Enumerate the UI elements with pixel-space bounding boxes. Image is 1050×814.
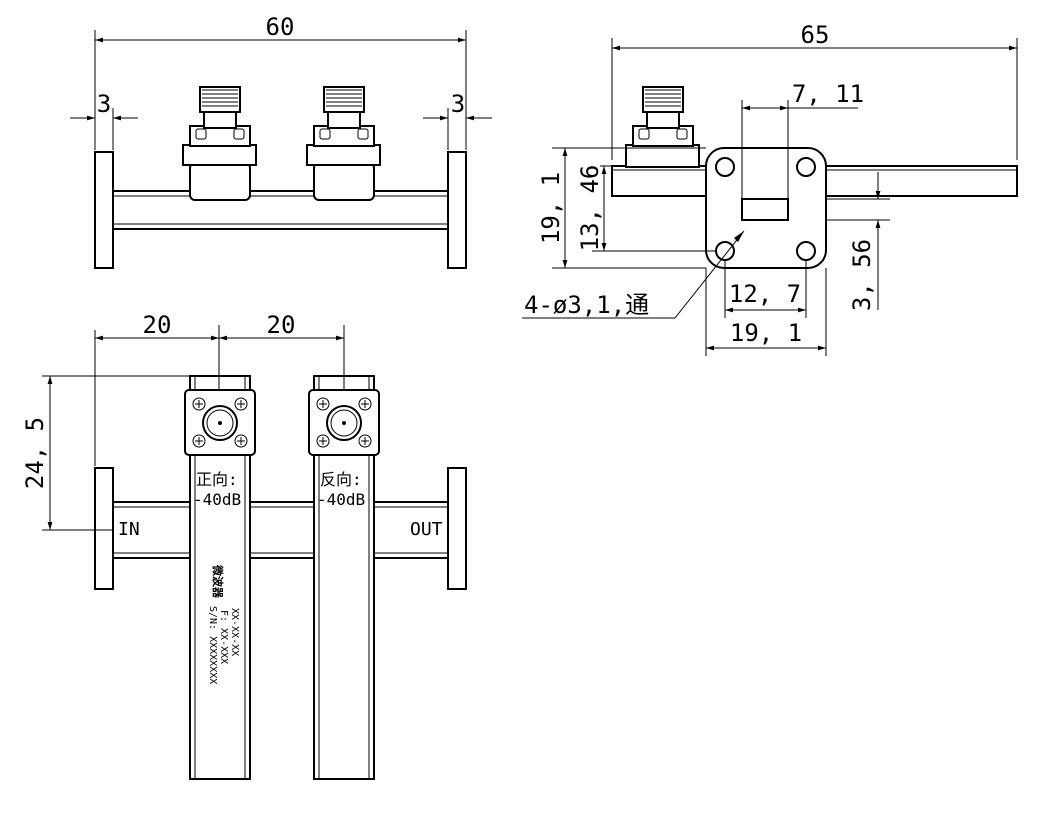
dim-plan-20-left: 20 [143, 311, 172, 339]
dim-side-total: 65 [801, 21, 830, 49]
dim-top-left-flange: 3 [97, 90, 111, 118]
port-in-label: IN [118, 519, 140, 540]
dim-side-19-1-vertical: 19, 1 [537, 172, 565, 244]
reverse-direction-label: 反向: [320, 470, 362, 489]
dim-side-13-46: 13, 46 [576, 165, 604, 252]
side-connector [625, 86, 700, 168]
top-left-flange [94, 151, 114, 269]
nameplate-serial: S/N: XXXXXXXX [207, 606, 218, 684]
top-connector-2 [306, 86, 381, 201]
flange-hole-tl [715, 157, 735, 177]
dim-side-19-1-horizontal: 19, 1 [730, 319, 802, 347]
nameplate-model: XX-XX-XX [229, 608, 240, 656]
dim-plan-20-right: 20 [267, 311, 296, 339]
top-connector-1 [182, 86, 257, 201]
nameplate-frequency: F: XX-XXX [218, 610, 229, 664]
plan-view: 正向: -40dB 反向: -40dB 微波器 XX-XX-XX F: XX-X… [21, 311, 467, 780]
dim-top-total: 60 [266, 13, 295, 41]
port-out-label: OUT [410, 519, 443, 540]
dim-holes-note: 4-ø3,1,通 [524, 291, 649, 319]
dim-side-3-56: 3, 56 [848, 239, 876, 311]
top-view: 60 3 3 [70, 13, 492, 269]
side-square-flange [705, 147, 827, 269]
dim-top-right-flange: 3 [451, 90, 465, 118]
top-right-flange [447, 151, 467, 269]
reverse-coupling-value: -40dB [317, 490, 365, 509]
forward-direction-label: 正向: [196, 470, 238, 489]
plan-left-flange [94, 467, 114, 590]
dim-plan-24-5: 24, 5 [21, 417, 49, 489]
plan-right-flange [447, 467, 467, 590]
forward-coupling-value: -40dB [193, 490, 241, 509]
flange-hole-tr [796, 157, 816, 177]
side-view: 65 7, 11 19, 1 13, 46 3, 56 12, 7 19, 1 [522, 21, 1018, 356]
nameplate-brand: 微波器 [211, 564, 225, 599]
dim-side-7-11: 7, 11 [792, 80, 864, 108]
plan-main-waveguide [112, 501, 449, 559]
dim-side-12-7: 12, 7 [729, 280, 801, 308]
plan-connector-1 [184, 389, 256, 456]
flange-aperture [741, 198, 789, 221]
plan-connector-2 [308, 389, 380, 456]
top-waveguide-body [112, 190, 449, 230]
